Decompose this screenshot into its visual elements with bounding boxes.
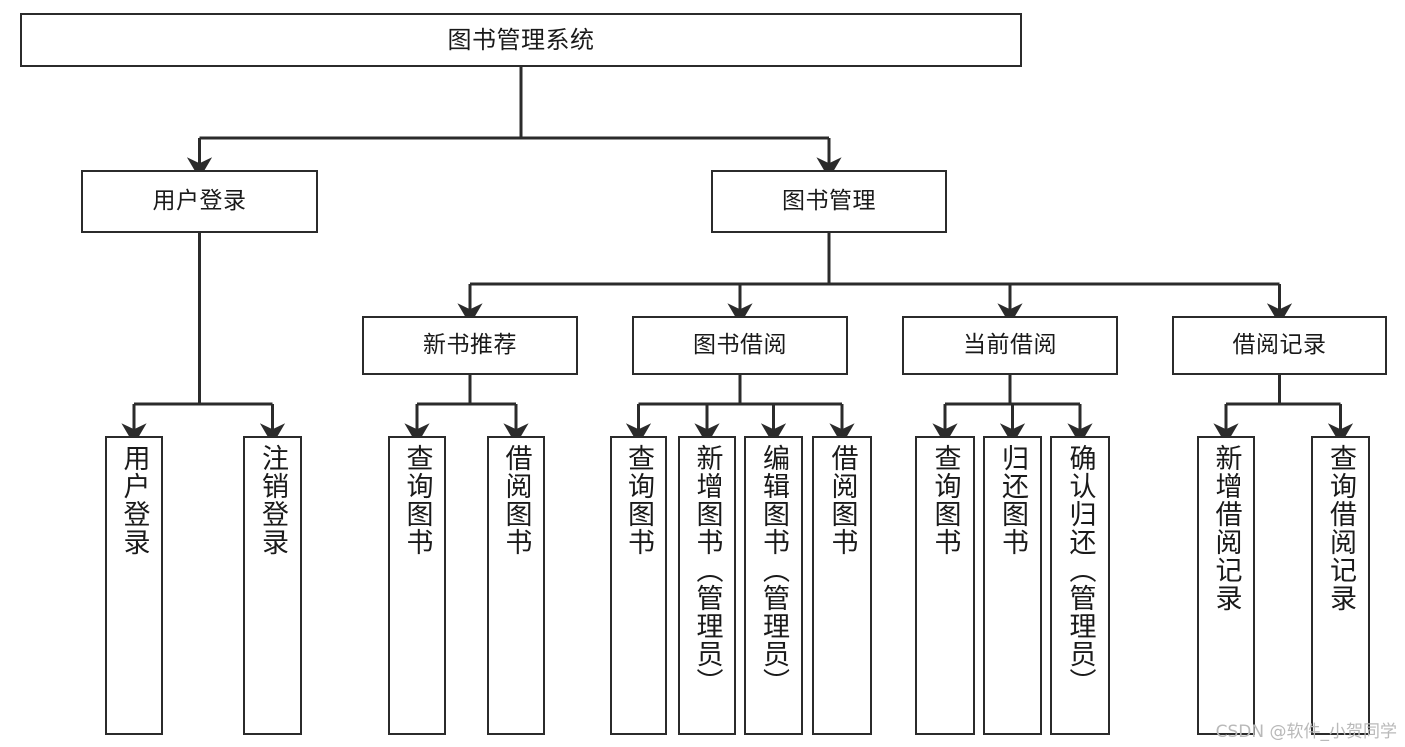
node-root-label: 图书管理系统: [447, 25, 595, 54]
node-leaf-edit-book[interactable]: 编辑图书（管理员）: [744, 436, 803, 735]
node-leaf-query-record[interactable]: 查询借阅记录: [1311, 436, 1370, 735]
node-book-manage-label: 图书管理: [782, 187, 876, 214]
node-leaf-query-book-2-label: 查询图书: [623, 444, 654, 556]
node-leaf-logout-label: 注销登录: [257, 444, 288, 556]
node-leaf-query-book-1-label: 查询图书: [401, 444, 433, 556]
node-leaf-query-record-label: 查询借阅记录: [1325, 444, 1356, 612]
node-leaf-borrow-book-2-label: 借阅图书: [826, 444, 858, 556]
node-borrow-record[interactable]: 借阅记录: [1172, 316, 1387, 375]
node-book-borrow[interactable]: 图书借阅: [632, 316, 848, 375]
node-leaf-confirm-return[interactable]: 确认归还（管理员）: [1050, 436, 1110, 735]
node-leaf-add-record-label: 新增借阅记录: [1210, 444, 1242, 612]
node-new-book-recommend[interactable]: 新书推荐: [362, 316, 578, 375]
node-leaf-confirm-return-label: 确认归还（管理员）: [1064, 444, 1096, 696]
node-leaf-add-book[interactable]: 新增图书（管理员）: [678, 436, 736, 735]
node-user-login-label: 用户登录: [152, 187, 247, 214]
node-leaf-borrow-book-1[interactable]: 借阅图书: [487, 436, 545, 735]
node-leaf-borrow-book-1-label: 借阅图书: [500, 444, 532, 556]
node-user-login[interactable]: 用户登录: [81, 170, 318, 233]
node-leaf-query-book-3[interactable]: 查询图书: [915, 436, 975, 735]
node-leaf-user-login[interactable]: 用户登录: [105, 436, 163, 735]
node-leaf-logout[interactable]: 注销登录: [243, 436, 302, 735]
node-leaf-borrow-book-2[interactable]: 借阅图书: [812, 436, 872, 735]
node-leaf-user-login-label: 用户登录: [118, 444, 150, 556]
node-borrow-record-label: 借阅记录: [1232, 331, 1327, 358]
node-book-manage[interactable]: 图书管理: [711, 170, 947, 233]
node-root[interactable]: 图书管理系统: [20, 13, 1022, 67]
node-new-book-recommend-label: 新书推荐: [423, 331, 517, 358]
node-leaf-edit-book-label: 编辑图书（管理员）: [758, 444, 789, 696]
node-leaf-query-book-2[interactable]: 查询图书: [610, 436, 667, 735]
node-leaf-add-record[interactable]: 新增借阅记录: [1197, 436, 1255, 735]
node-current-borrow-label: 当前借阅: [963, 331, 1057, 358]
watermark: CSDN @软件_小贺同学: [1215, 722, 1397, 742]
node-current-borrow[interactable]: 当前借阅: [902, 316, 1118, 375]
node-leaf-query-book-1[interactable]: 查询图书: [388, 436, 446, 735]
node-leaf-query-book-3-label: 查询图书: [929, 444, 961, 556]
node-leaf-return-book[interactable]: 归还图书: [983, 436, 1042, 735]
node-book-borrow-label: 图书借阅: [693, 331, 787, 358]
node-leaf-add-book-label: 新增图书（管理员）: [691, 444, 723, 696]
node-leaf-return-book-label: 归还图书: [997, 444, 1028, 556]
